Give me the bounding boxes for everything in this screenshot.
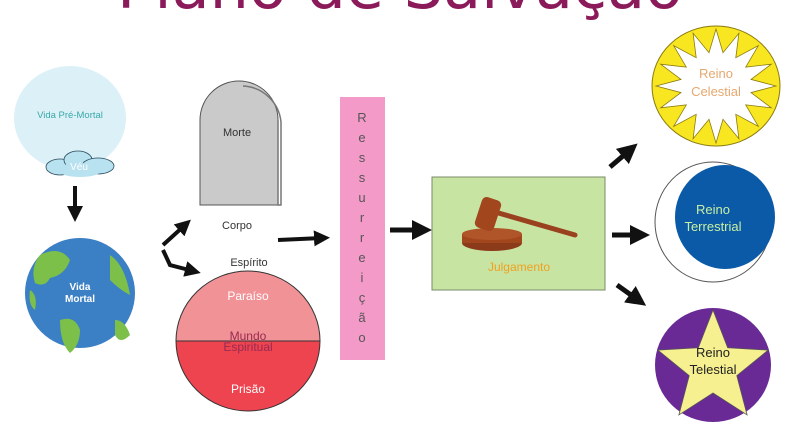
- arrow-to-celestial: [608, 143, 638, 169]
- spirit-world-line2: Espiritual: [223, 340, 272, 354]
- mortal-label-line2: Mortal: [65, 294, 95, 305]
- resurrection-letter: i: [361, 270, 364, 285]
- earth-icon: [25, 238, 135, 353]
- paradise-label: Paraíso: [227, 289, 269, 303]
- terrestrial-label-line1: Reino: [696, 202, 730, 217]
- celestial-star-icon: [654, 27, 778, 145]
- resurrection-letter: s: [359, 150, 366, 165]
- resurrection-letter: r: [360, 210, 365, 225]
- veil-cloud-icon: [45, 150, 115, 177]
- resurrection-letter: r: [360, 230, 365, 245]
- resurrection-bar: [340, 97, 385, 360]
- prison-half: [176, 341, 320, 411]
- terrestrial-moon: [675, 165, 775, 269]
- resurrection-letter: ç: [359, 290, 366, 305]
- paradise-half: [176, 271, 320, 341]
- spirit-world-line1: Mundo: [230, 329, 267, 343]
- telestial-star-icon: [656, 308, 770, 416]
- celestial-label-line2: Celestial: [691, 84, 741, 99]
- resurrection-letter: o: [358, 330, 365, 345]
- veil-label: Véu: [70, 162, 88, 173]
- judgment-label: Julgamento: [488, 260, 550, 274]
- telestial-label-line1: Reino: [696, 345, 730, 360]
- telestial-label-line2: Telestial: [690, 362, 737, 377]
- body-label: Corpo: [222, 220, 252, 232]
- pre-mortal-bubble: [14, 66, 126, 170]
- death-label: Morte: [223, 127, 251, 139]
- mortal-label-line1: Vida: [70, 282, 91, 293]
- gavel-icon: [462, 196, 578, 251]
- tombstone-icon: [199, 80, 279, 206]
- arrow-to-telestial: [615, 282, 647, 306]
- resurrection-letter: R: [357, 110, 366, 125]
- arrow-to-body: [161, 219, 191, 247]
- terrestrial-label-line2: Terrestrial: [684, 219, 741, 234]
- spirit-label: Espírito: [230, 257, 267, 269]
- pre-mortal-label: Vida Pré-Mortal: [37, 110, 103, 121]
- resurrection-letter: u: [358, 190, 365, 205]
- resurrection-letter: e: [358, 130, 365, 145]
- celestial-label-line1: Reino: [699, 66, 733, 81]
- arrow-to-spirit: [161, 249, 201, 277]
- arrow-to-resurrection: [277, 230, 330, 247]
- resurrection-letter: ã: [358, 310, 366, 325]
- resurrection-letter: e: [358, 250, 365, 265]
- resurrection-letter: s: [359, 170, 366, 185]
- page-title: Plano de Salvação: [117, 0, 683, 23]
- prison-label: Prisão: [231, 382, 265, 396]
